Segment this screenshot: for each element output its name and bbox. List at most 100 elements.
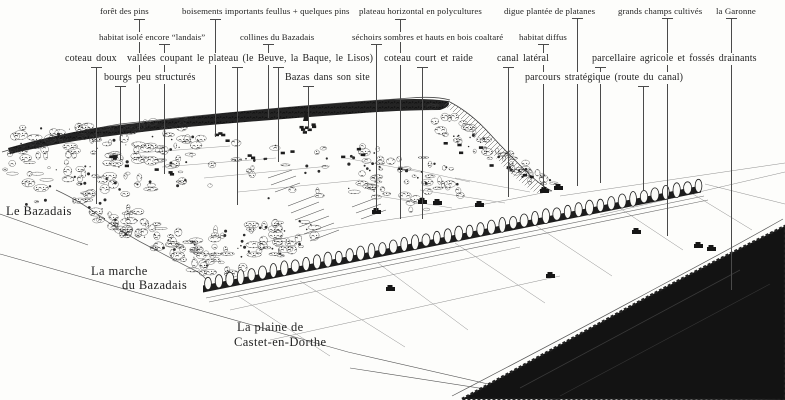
house — [554, 186, 563, 190]
poplar-tree — [574, 202, 583, 218]
pine-ridge-band — [8, 99, 449, 154]
hamlet-building — [360, 153, 365, 157]
poplar-tree — [531, 210, 539, 226]
house — [386, 287, 395, 291]
hamlet-building — [290, 150, 295, 153]
label-parcellaire: parcellaire agricole et fossés drainants — [590, 53, 759, 65]
plain-field-lines — [229, 162, 785, 357]
house — [632, 230, 641, 234]
poplar-tree — [236, 269, 245, 285]
poplar-tree — [683, 181, 692, 195]
region-label-castet: Castet-en-Dorthe — [234, 335, 327, 349]
poplar-tree — [486, 219, 496, 235]
hamlet-building — [251, 156, 256, 160]
hamlet-building — [457, 143, 462, 147]
house — [372, 210, 381, 214]
poplar-tree — [519, 213, 529, 228]
poplar-tree — [596, 198, 605, 212]
poplar-tree — [509, 216, 518, 230]
valley-terraces — [267, 169, 387, 242]
poplar-tree — [639, 190, 649, 204]
poplar-tree — [388, 239, 398, 254]
hamlet-building — [304, 126, 310, 129]
poplar-tree — [541, 208, 551, 225]
hamlet-building — [214, 133, 219, 137]
label-grands-champs: grands champs cultivés — [616, 6, 705, 17]
poplar-tree — [334, 250, 343, 265]
region-label-la-marche: La marche — [91, 264, 148, 278]
poplar-tree — [585, 199, 594, 216]
label-collines-bazadais: collines du Bazadais — [238, 32, 317, 43]
hamlet-building — [341, 155, 346, 159]
bazas-church-spire — [303, 109, 309, 121]
canal-poplar-row — [204, 178, 703, 291]
hamlet-building — [109, 155, 114, 158]
region-label-le-bazadais: Le Bazadais — [6, 204, 72, 218]
poplar-tree — [367, 243, 376, 259]
poplar-tree — [312, 254, 322, 270]
poplar-tree — [650, 187, 660, 202]
poplar-tree — [563, 204, 572, 219]
poplar-tree — [421, 233, 431, 247]
hamlet-building — [529, 175, 534, 179]
house — [546, 274, 555, 278]
hamlet-building — [301, 128, 306, 131]
hill-hamlets — [109, 123, 534, 179]
poplar-tree — [323, 251, 333, 268]
label-bourgs: bourgs peu structurés — [102, 72, 198, 84]
canal-road-lines — [205, 195, 709, 303]
hamlet-building — [168, 171, 173, 174]
hamlet-building — [311, 123, 316, 126]
poplar-tree — [204, 276, 212, 291]
poplar-tree — [280, 260, 289, 277]
poplar-tree — [225, 271, 235, 287]
label-canal-lateral: canal latéral — [495, 53, 552, 65]
poplar-tree — [465, 224, 474, 238]
hamlet-building — [312, 125, 317, 129]
label-coteau-doux: coteau doux — [63, 53, 119, 65]
region-label-la-plaine: La plaine de — [237, 320, 304, 334]
poplar-tree — [454, 225, 464, 242]
label-habitat-diffus: habitat diffus — [517, 32, 569, 43]
house — [433, 201, 442, 205]
house — [475, 203, 484, 207]
poplar-tree — [661, 184, 670, 200]
garonne-river — [349, 218, 785, 400]
label-parcours: parcours stratégique (route du canal) — [523, 72, 686, 84]
hamlet-building — [169, 173, 175, 176]
house — [540, 189, 549, 193]
woodland-texture — [2, 103, 559, 278]
poplar-tree — [378, 242, 387, 256]
poplar-tree — [433, 230, 441, 245]
hamlet-building — [154, 168, 159, 171]
poplar-tree — [607, 196, 616, 211]
hamlet-building — [112, 157, 117, 160]
hamlet-building — [443, 142, 448, 145]
plateau-field-lines — [137, 145, 531, 209]
poplar-tree — [410, 234, 420, 251]
poplar-tree — [258, 265, 267, 280]
hamlet-building — [124, 164, 129, 168]
poplar-tree — [694, 178, 703, 193]
poplar-tree — [672, 182, 681, 199]
label-bazas: Bazas dans son site — [283, 72, 372, 84]
hamlet-building — [247, 154, 252, 157]
hamlet-building — [113, 155, 118, 158]
hamlet-building — [225, 139, 230, 142]
label-la-garonne: la Garonne — [714, 6, 758, 17]
label-vallees: vallées coupant le plateau (le Beuve, la… — [125, 53, 376, 65]
label-boisements: boisements importants feullus + quelques… — [180, 6, 352, 17]
hamlet-building — [221, 133, 226, 137]
poplar-tree — [617, 193, 627, 209]
hamlet-building — [506, 166, 511, 169]
hamlet-building — [299, 125, 304, 129]
hamlet-building — [522, 173, 528, 177]
poplar-tree — [476, 222, 485, 237]
label-digue-platanes: digue plantée de platanes — [502, 6, 598, 17]
poplar-tree — [269, 263, 278, 278]
poplar-tree — [247, 268, 256, 282]
hamlet-building — [489, 164, 494, 167]
hamlet-building — [307, 128, 312, 132]
